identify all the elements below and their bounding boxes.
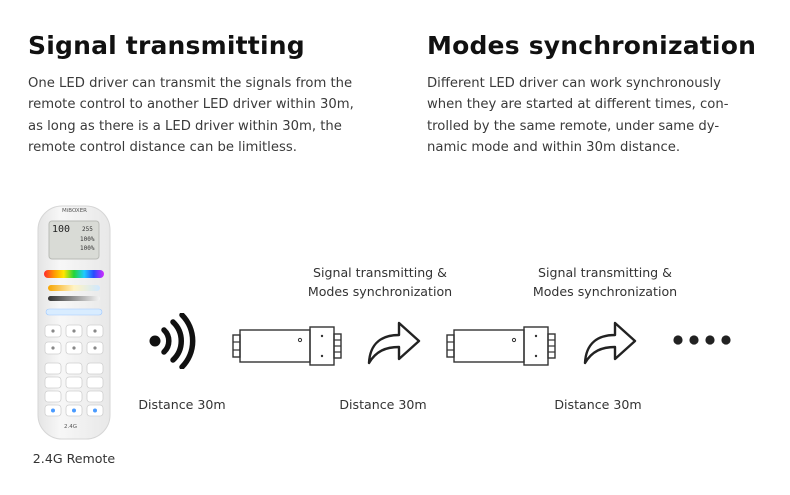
curved-arrow-icon [366, 318, 422, 366]
remote-lcd-main: 100 [52, 224, 71, 235]
remote-lcd-readout-3: 100% [80, 245, 95, 252]
distance-label-1: Distance 30m [138, 397, 226, 412]
remote-lcd-readout-1: 255 [82, 226, 93, 233]
distance-label-3: Distance 30m [554, 397, 642, 412]
signal-transmitting-description: One LED driver can transmit the signals … [28, 76, 354, 155]
signal-transmitting-title: Signal transmitting [28, 31, 305, 60]
curved-arrow-icon [582, 318, 638, 366]
relay-label-1: Signal transmitting & Modes synchronizat… [307, 265, 453, 299]
relay-label-2: Signal transmitting & Modes synchronizat… [532, 265, 678, 299]
distance-label-2: Distance 30m [339, 397, 427, 412]
led-driver-icon [446, 325, 556, 367]
wireless-signal-icon [148, 313, 200, 369]
remote-control-image [36, 205, 112, 441]
ellipsis-dots-icon [672, 333, 736, 347]
remote-caption: 2.4G Remote [32, 451, 116, 466]
modes-sync-title: Modes synchronization [427, 31, 757, 60]
remote-footer-mark: 2.4G [64, 424, 78, 430]
led-driver-icon [232, 325, 342, 367]
remote-brand-label: MiBOXER [62, 208, 87, 214]
remote-lcd-readout-2: 100% [80, 236, 95, 243]
modes-sync-description: Different LED driver can work synchronou… [427, 76, 729, 155]
